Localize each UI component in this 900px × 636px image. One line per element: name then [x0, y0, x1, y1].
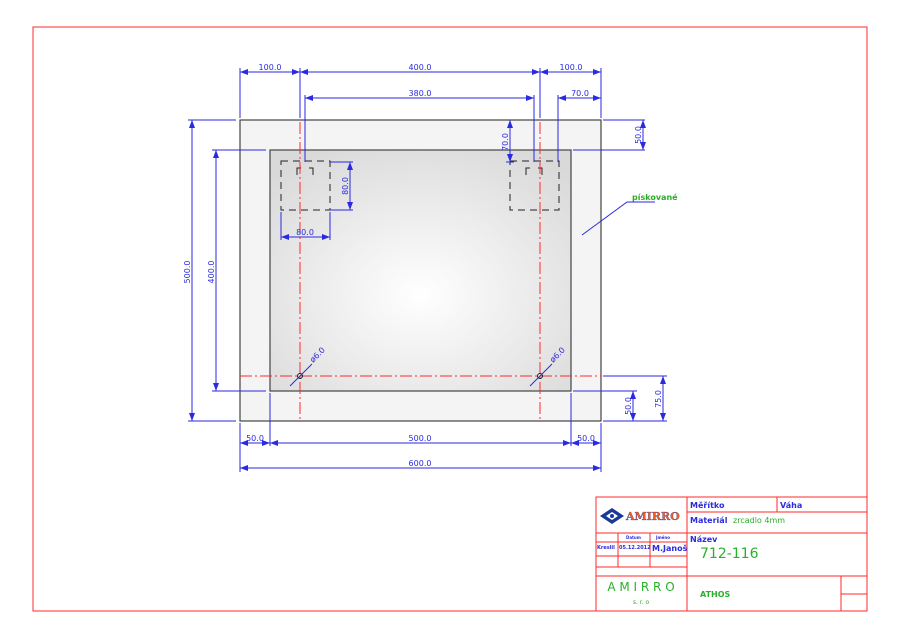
company-name: A M I R R O [607, 580, 674, 594]
dim-right-75: 75.0 [654, 390, 663, 408]
dim-right-50-bottom: 50.0 [624, 397, 633, 415]
extension-lines [188, 68, 667, 472]
product-name: ATHOS [700, 590, 731, 599]
hole-left [297, 373, 303, 379]
logo-text: AMIRRO [625, 510, 680, 523]
dim-bottom-50-right: 50.0 [577, 434, 595, 443]
name-label: Název [690, 535, 718, 544]
hanger-slot-right [525, 167, 543, 175]
annotation-leader [581, 201, 655, 236]
dim-top-left-100: 100.0 [259, 63, 282, 72]
dim-top-right-100: 100.0 [560, 63, 583, 72]
title-block: AMIRRO Měřítko Váha Materiál zrcadlo 4mm… [595, 496, 868, 612]
date-value: 05.12.2012 [619, 545, 651, 551]
dim-square-80-v: 80.0 [341, 177, 350, 195]
dimension-lines [189, 69, 666, 471]
dim-holes-380: 380.0 [409, 89, 432, 98]
scale-label: Měřítko [690, 500, 725, 510]
dim-width-600: 600.0 [409, 459, 432, 468]
amirro-logo: AMIRRO [600, 508, 680, 524]
drawing-number: 712-116 [700, 546, 759, 562]
company-suffix: s. r. o [633, 599, 650, 606]
dim-height-400: 400.0 [207, 261, 216, 284]
drawn-label: Kreslil [597, 545, 615, 551]
dim-height-500: 500.0 [183, 261, 192, 284]
material-value: zrcadlo 4mm [733, 516, 785, 525]
hole-right [537, 373, 543, 379]
dim-vertical-70: 70.0 [501, 133, 510, 151]
hole-left-leader [289, 363, 313, 387]
person-value: M.Janoš [652, 543, 688, 553]
dim-square-80-h: 80.0 [296, 228, 314, 237]
date-label: Datum [626, 535, 641, 540]
mirror-inner-glass [269, 149, 572, 392]
dim-right-70: 70.0 [571, 89, 589, 98]
dim-right-50-top: 50.0 [634, 126, 643, 144]
hole-right-leader [529, 363, 553, 387]
material-label: Materiál [690, 516, 728, 525]
dim-bottom-500: 500.0 [409, 434, 432, 443]
sheet-frame [32, 26, 868, 612]
weight-label: Váha [780, 501, 802, 510]
dim-top-400: 400.0 [409, 63, 432, 72]
annotation-sandblasted: pískované [632, 192, 678, 202]
dim-bottom-50-left: 50.0 [246, 434, 264, 443]
person-label: Jméno [655, 535, 670, 540]
